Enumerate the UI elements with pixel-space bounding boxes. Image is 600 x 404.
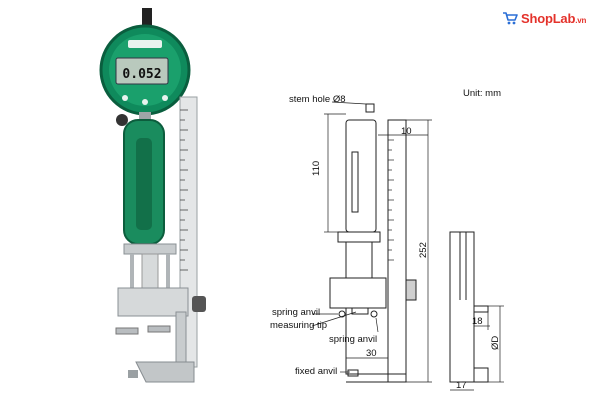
dial-side-knob: [116, 114, 128, 126]
drawing-measuring-head: [329, 277, 387, 309]
side-view-body: [449, 231, 475, 383]
cart-icon: [503, 12, 518, 25]
brand-name: ShopLab.vn: [521, 10, 587, 26]
lcd-reading: 0.052: [122, 67, 161, 82]
indicator-stem: [142, 8, 152, 38]
fixed-anvil-label: fixed anvil: [295, 366, 338, 377]
lock-knob: [192, 296, 206, 312]
shoplab-logo[interactable]: ShopLab.vn: [502, 8, 596, 28]
dim-phi-d: ØD: [490, 335, 501, 350]
spring-anvil-right-label: spring anvil: [329, 334, 378, 345]
dim-10: 10: [401, 126, 412, 137]
dim-17: 17: [456, 380, 467, 391]
fixed-anvil-foot: [135, 361, 195, 383]
measuring-head: [117, 287, 189, 317]
stem-hole-label: stem hole Ø8: [289, 94, 346, 105]
dim-252: 252: [418, 242, 429, 258]
measuring-tip-label: measuring tip: [270, 320, 328, 331]
spring-anvil-left-label: spring anvil: [272, 307, 321, 318]
unit-label: Unit: mm: [463, 88, 501, 99]
dim-18: 18: [472, 316, 483, 327]
drawing-ruler: [387, 119, 407, 383]
dim-110: 110: [311, 160, 322, 176]
drawing-knob: [405, 279, 417, 301]
dim-30: 30: [366, 348, 377, 359]
lcd-screen: [115, 57, 169, 85]
drawing-grip: [345, 119, 377, 233]
